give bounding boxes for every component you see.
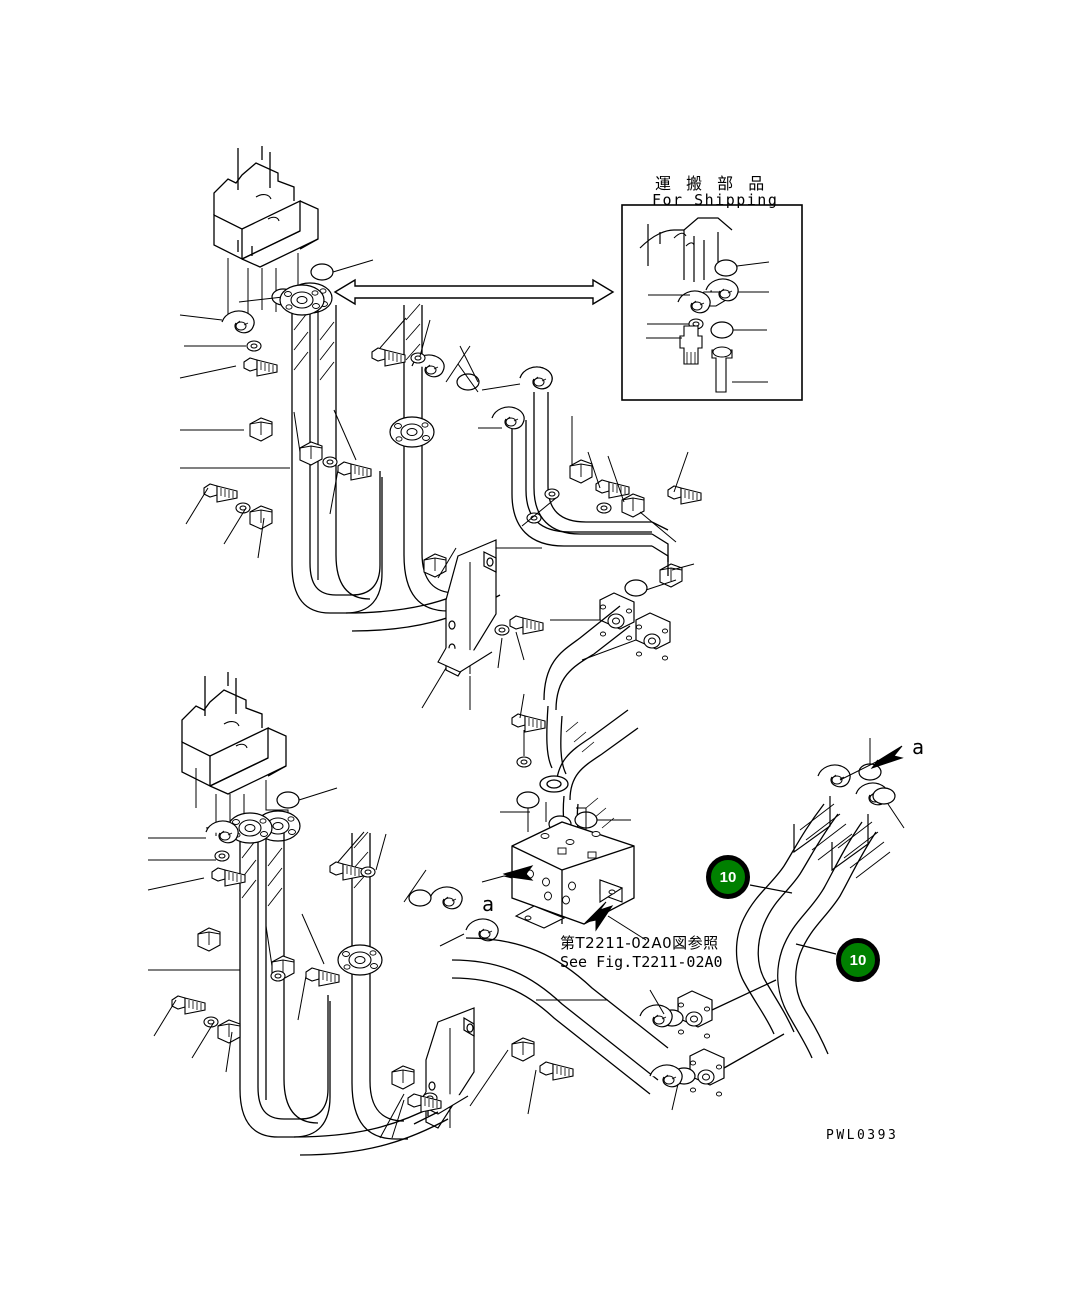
right-hose-end-flanges (817, 738, 905, 829)
section-arrow-a (839, 745, 904, 781)
lower-leader-lines (147, 831, 608, 1139)
manifold-block (500, 802, 635, 929)
reference-note-en: See Fig.T2211-02A0 (560, 953, 723, 971)
bracket-upper-hardware (421, 547, 544, 710)
lower-tube-run (451, 937, 669, 1095)
inset-stud (711, 346, 733, 393)
shipping-transfer-arrow (333, 278, 615, 306)
for-shipping-title-jp: 運 搬 部 品 (655, 174, 770, 193)
right-hose-pair (735, 796, 891, 1059)
lower-valve-body (181, 672, 289, 836)
part-callout-10-upper[interactable]: 10 (706, 855, 750, 899)
manifold-pointer-arrows (481, 865, 647, 941)
for-shipping-title-en: For Shipping (652, 191, 779, 209)
upper-leader-lines (179, 314, 695, 579)
section-label-a-center: a (482, 892, 495, 916)
mounting-bracket-upper (437, 539, 497, 677)
reference-note-jp: 第T2211-02A0図参照 (560, 934, 719, 952)
right-hose-lower-ends (639, 979, 785, 1111)
inset-bolt-lower (679, 325, 703, 365)
center-leader-lines (478, 383, 689, 661)
center-tube-fittings (491, 366, 702, 661)
inset-clamp-halves (677, 278, 739, 314)
for-shipping-inset (621, 204, 803, 401)
part-callout-10-lower[interactable]: 10 (836, 938, 880, 982)
callout-leaders (749, 884, 837, 955)
upper-hose-top-fittings (203, 284, 683, 588)
section-label-a-right: a (912, 735, 925, 759)
drawing-number: PWL0393 (826, 1128, 899, 1143)
